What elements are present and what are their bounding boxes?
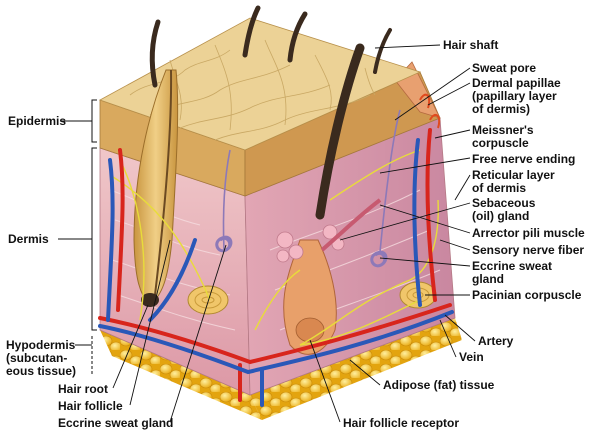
- hair-shaft: [315, 43, 365, 220]
- hair-follicle: [133, 69, 179, 307]
- artery: [98, 128, 452, 402]
- layer-brackets: [58, 99, 97, 375]
- leader-lines-right: [339, 44, 476, 386]
- eccrine-sweat-gland-left: [215, 149, 233, 253]
- surface-hairs: [149, 5, 392, 88]
- label-hair-follicle-receptor: Hair follicle receptor: [343, 416, 460, 430]
- leader-lines-left: [112, 239, 341, 423]
- vein: [98, 138, 454, 407]
- label-sensory-nerve: Sensory nerve fiber: [472, 243, 585, 257]
- label-dermal-papillae: Dermal papillae (papillary layer of derm…: [472, 76, 561, 116]
- epidermis-top-face: [99, 17, 422, 151]
- label-hair-follicle: Hair follicle: [58, 399, 123, 413]
- label-artery: Artery: [478, 334, 514, 348]
- label-meissners-corpuscle: Meissner's corpuscle: [472, 123, 534, 150]
- label-eccrine-sweat-gland-left: Eccrine sweat gland: [58, 416, 174, 430]
- label-sweat-pore: Sweat pore: [472, 61, 537, 75]
- nerve-fibers: [109, 149, 439, 346]
- label-hair-shaft: Hair shaft: [443, 38, 499, 52]
- label-vein: Vein: [459, 350, 484, 364]
- eccrine-sweat-gland-right: [370, 109, 401, 268]
- label-hypodermis: Hypodermis (subcutan- eous tissue): [6, 338, 77, 378]
- arrector-pili-muscle: [320, 198, 382, 252]
- label-pacinian-corpuscle: Pacinian corpuscle: [472, 288, 582, 302]
- label-free-nerve-ending: Free nerve ending: [472, 152, 576, 166]
- label-eccrine-sweat-gland-right: Eccrine sweat gland: [472, 259, 553, 286]
- label-reticular-layer: Reticular layer of dermis: [472, 168, 555, 195]
- label-sebaceous-gland: Sebaceous (oil) gland: [472, 196, 536, 223]
- pacinian-corpuscle-left: [187, 285, 229, 315]
- label-hair-root: Hair root: [58, 382, 109, 396]
- label-dermis: Dermis: [8, 232, 49, 246]
- label-arrector-pili: Arrector pili muscle: [472, 226, 585, 240]
- label-epidermis: Epidermis: [8, 114, 67, 128]
- label-adipose-tissue: Adipose (fat) tissue: [383, 378, 495, 392]
